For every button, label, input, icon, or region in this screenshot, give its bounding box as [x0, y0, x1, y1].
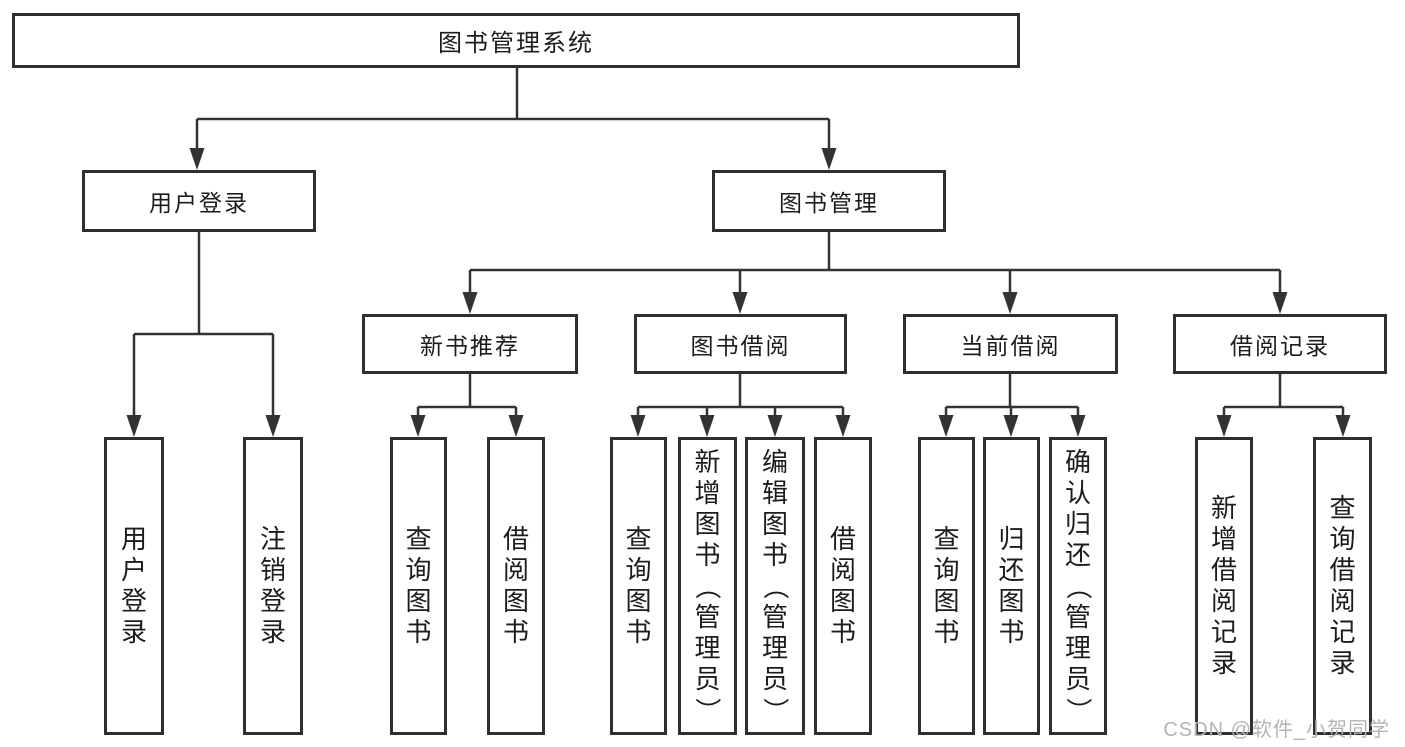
- leaf-label: 查询图书: [933, 524, 960, 647]
- node-borrowing-records: 借阅记录: [1173, 314, 1387, 374]
- node-book-management: 图书管理: [712, 170, 946, 232]
- connector-book-mgmt-to-sections: [462, 232, 1288, 314]
- node-leaf-add-borrow-record: 新增借阅记录: [1195, 437, 1253, 735]
- leaf-label: 用户登录: [120, 524, 147, 647]
- leaf-label: 查询图书: [625, 524, 652, 647]
- connector-book-borrow-to-leaves: [630, 374, 851, 437]
- node-leaf-borrow-books-1: 借阅图书: [487, 437, 545, 735]
- leaf-label: 新增借阅记录: [1210, 493, 1237, 678]
- leaf-label: 查询图书: [405, 524, 432, 647]
- leaf-label: 注销登录: [259, 524, 286, 647]
- node-root-system: 图书管理系统: [12, 13, 1020, 68]
- connector-root-to-level2: [189, 68, 837, 170]
- node-leaf-borrow-books-2: 借阅图书: [814, 437, 872, 735]
- connector-current-borrow-to-leaves: [938, 374, 1086, 437]
- leaf-label: 借阅图书: [829, 524, 856, 647]
- node-current-borrowing: 当前借阅: [903, 314, 1118, 374]
- node-leaf-query-books-1: 查询图书: [390, 437, 447, 735]
- connector-user-login-to-leaves: [126, 232, 281, 437]
- node-book-borrowing: 图书借阅: [634, 314, 847, 374]
- leaf-label: 查询借阅记录: [1329, 493, 1356, 678]
- leaf-label: 借阅图书: [502, 524, 529, 647]
- csdn-watermark: CSDN @软件_小贺同学: [1163, 719, 1390, 741]
- connector-new-book-rec-to-leaves: [410, 374, 524, 437]
- node-leaf-query-books-3: 查询图书: [918, 437, 975, 735]
- leaf-label: 新增图书（管理员）: [692, 446, 723, 724]
- connector-borrow-records-to-leaves: [1216, 374, 1351, 437]
- node-leaf-edit-book-admin: 编辑图书（管理员）: [745, 437, 805, 735]
- node-leaf-query-borrow-record: 查询借阅记录: [1313, 437, 1372, 735]
- node-leaf-add-book-admin: 新增图书（管理员）: [678, 437, 737, 735]
- node-leaf-return-book: 归还图书: [983, 437, 1040, 735]
- node-leaf-confirm-return-admin: 确认归还（管理员）: [1049, 437, 1107, 735]
- node-new-book-recommendation: 新书推荐: [362, 314, 578, 374]
- leaf-label: 确认归还（管理员）: [1063, 446, 1094, 724]
- node-leaf-query-books-2: 查询图书: [610, 437, 667, 735]
- node-leaf-user-login: 用户登录: [104, 437, 164, 735]
- leaf-label: 编辑图书（管理员）: [760, 446, 791, 724]
- leaf-label: 归还图书: [998, 524, 1025, 647]
- node-user-login: 用户登录: [82, 170, 316, 232]
- node-leaf-logout: 注销登录: [243, 437, 303, 735]
